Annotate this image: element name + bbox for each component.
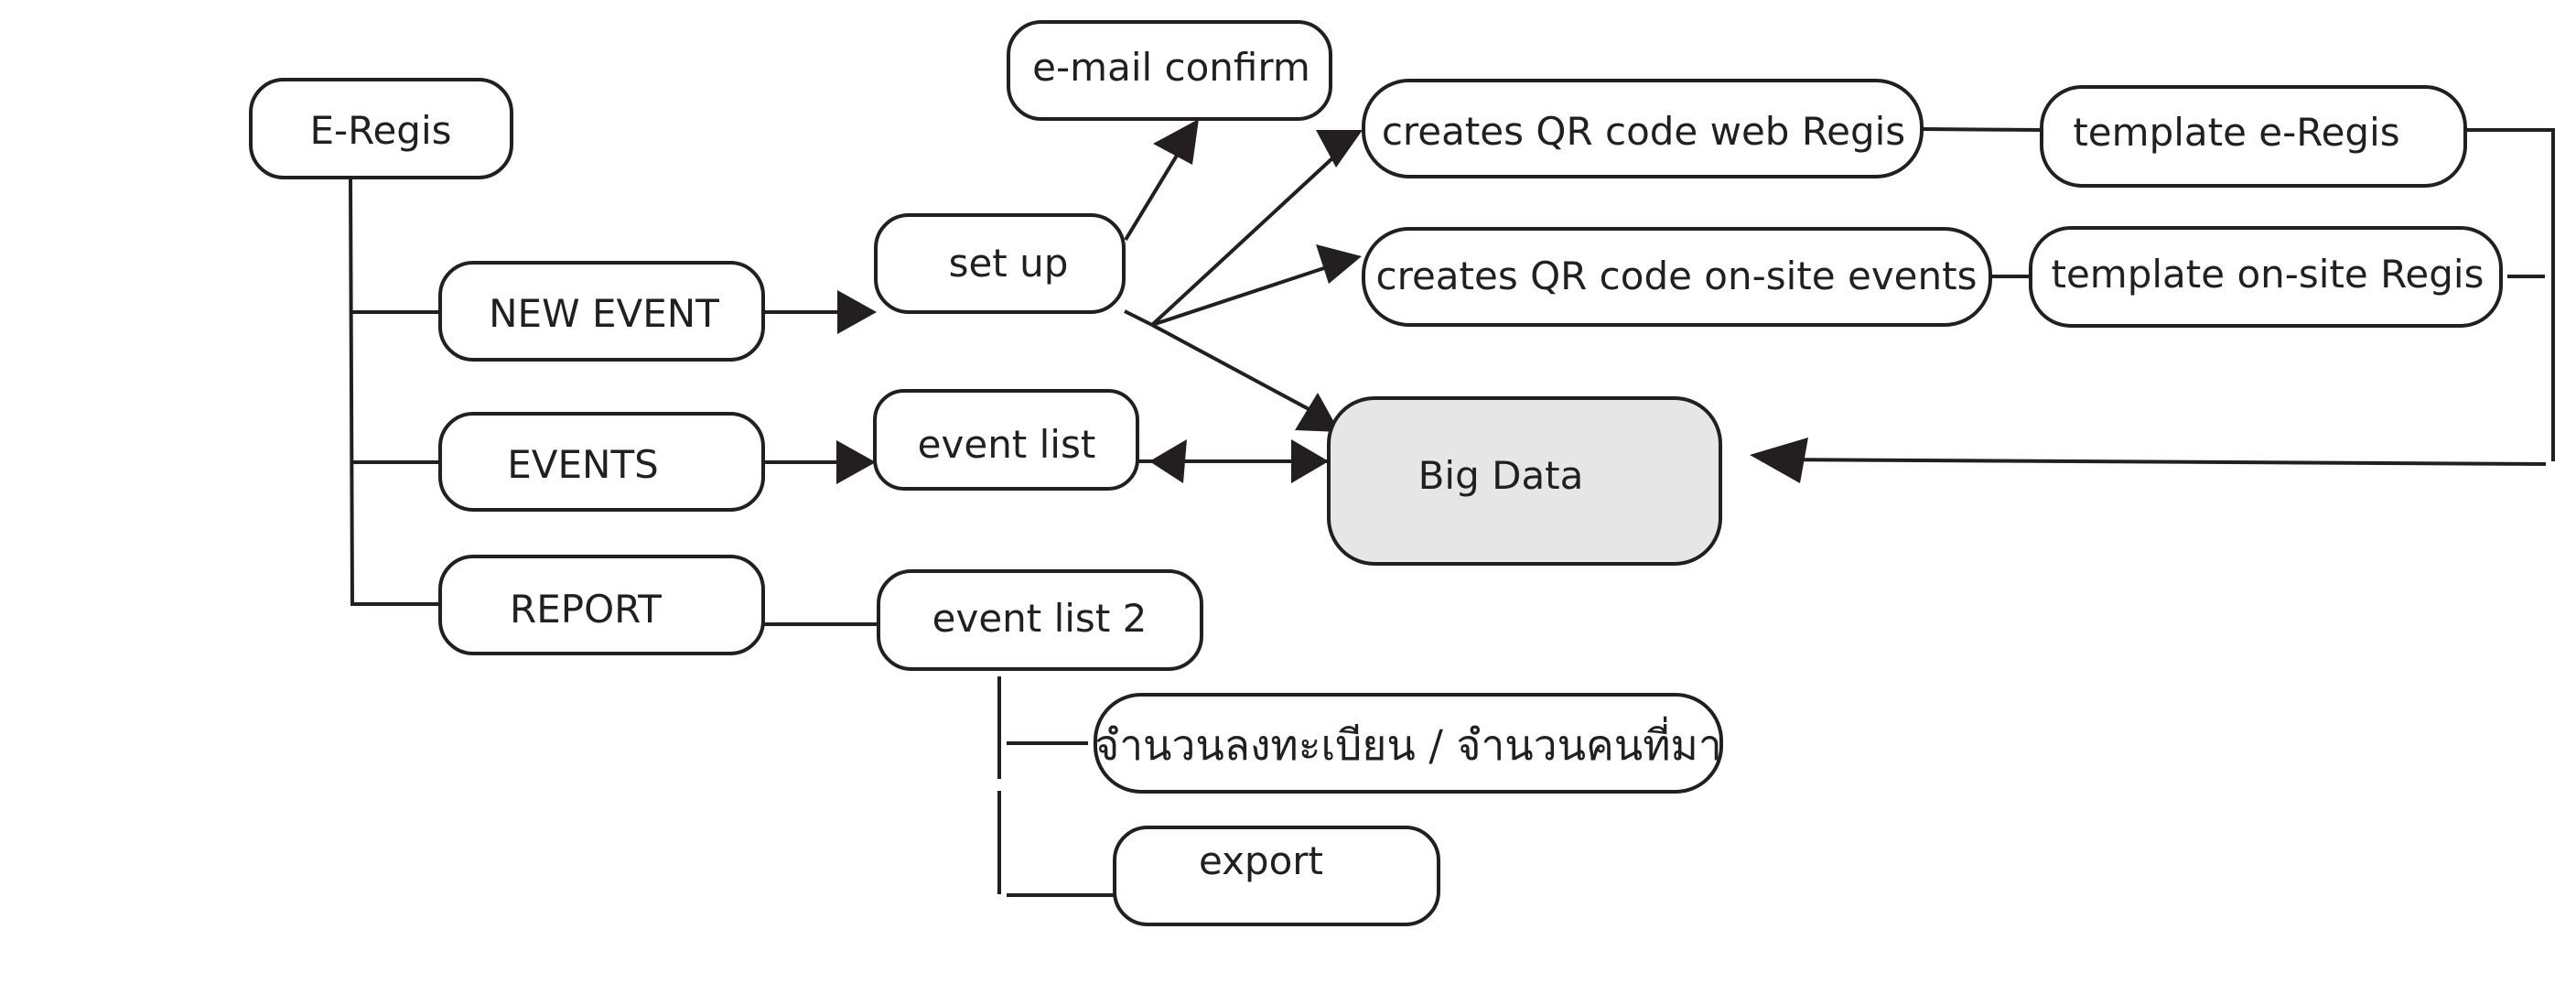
node-label: creates QR code on-site events <box>1376 254 1978 298</box>
node-event-list-2: event list 2 <box>877 569 1203 671</box>
node-label: E-Regis <box>309 108 451 153</box>
node-label: set up <box>949 241 1069 286</box>
node-qr-web-regis: creates QR code web Regis <box>1362 79 1924 178</box>
node-set-up: set up <box>874 213 1126 314</box>
node-export: export <box>1113 826 1440 926</box>
edge-set-up-qr-web <box>1150 145 1347 327</box>
node-events: EVENTS <box>438 412 765 512</box>
node-label: creates QR code web Regis <box>1382 109 1905 154</box>
edge-set-up-email-confirm <box>1124 140 1187 242</box>
node-template-e-regis: template e-Regis <box>2040 85 2467 188</box>
node-label: event list 2 <box>932 596 1148 641</box>
node-e-regis: E-Regis <box>249 78 513 179</box>
edge-templates-to-big-data <box>1765 458 2547 466</box>
node-label: NEW EVENT <box>489 291 719 336</box>
edge-set-up-big-data <box>1151 323 1323 418</box>
node-report: REPORT <box>438 555 765 655</box>
edge-e-regis-trunk <box>349 177 354 605</box>
arrowhead-email-confirm <box>1153 119 1199 165</box>
node-label: template on-site Regis <box>2052 252 2484 297</box>
node-label: REPORT <box>510 587 662 632</box>
node-label: จำนวนลงทะเบียน / จำนวนคนที่มา <box>1094 716 1721 770</box>
node-label: EVENTS <box>507 442 659 487</box>
edge-qr-web-template-e-regis <box>1922 127 2043 132</box>
arrowhead-event-list-back <box>1149 439 1187 483</box>
arrowhead-event-list <box>836 440 876 484</box>
edge-set-up-qr-onsite <box>1151 261 1342 327</box>
node-big-data: Big Data <box>1327 396 1722 566</box>
node-new-event: NEW EVENT <box>438 261 765 362</box>
node-label: template e-Regis <box>2073 110 2399 155</box>
node-template-onsite-regis: template on-site Regis <box>2029 226 2503 328</box>
arrowhead-big-data-from-templates <box>1750 438 1808 483</box>
node-label: Big Data <box>1418 453 1584 498</box>
node-event-list: event list <box>873 389 1139 491</box>
node-email-confirm: e-mail confirm <box>1007 20 1332 121</box>
edge-set-up-hub <box>1124 309 1153 327</box>
node-label: export <box>1199 838 1323 883</box>
arrowhead-qr-web <box>1316 130 1363 167</box>
node-qr-onsite-events: creates QR code on-site events <box>1362 227 1992 327</box>
arrowhead-qr-onsite <box>1316 244 1362 284</box>
arrowhead-set-up <box>837 290 877 334</box>
arrowhead-big-data-from-set-up <box>1295 393 1340 432</box>
connectors <box>349 119 2555 897</box>
node-registration-count: จำนวนลงทะเบียน / จำนวนคนที่มา <box>1094 693 1723 794</box>
node-label: e-mail confirm <box>1032 45 1310 90</box>
arrowhead-big-data-from-event-list <box>1291 439 1329 483</box>
node-label: event list <box>918 422 1096 467</box>
